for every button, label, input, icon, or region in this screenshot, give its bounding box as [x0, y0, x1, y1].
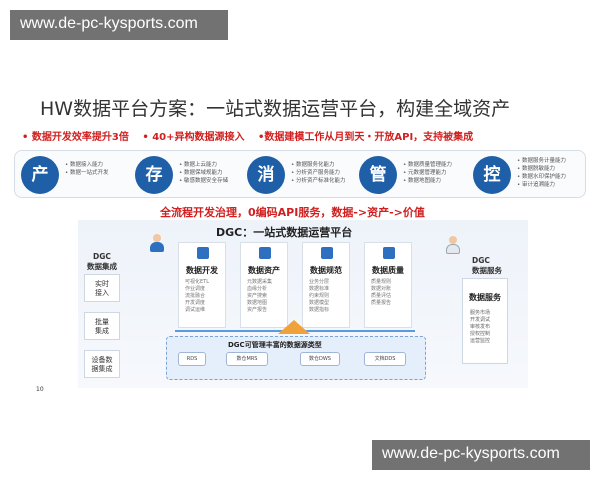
highlight-1: • 数据开发效率提升3倍	[22, 132, 129, 143]
pillar-item: 审计追溯能力	[517, 181, 566, 189]
pillar-item: 数据上云能力	[179, 161, 228, 169]
slide-title: HW数据平台方案：一站式数据运营平台，构建全域资产	[40, 98, 511, 120]
module-item: 数据模型	[309, 300, 330, 306]
quality-icon	[383, 247, 395, 259]
pillar-item: 数据水印保护能力	[517, 173, 566, 181]
pillar-item: 数据保域规能力	[179, 169, 228, 177]
module-item: 血缘分析	[247, 286, 268, 292]
pillar-produce-circle: 产	[21, 156, 59, 194]
module-item: 资产报告	[247, 307, 268, 313]
pillar-item: 元数据管理能力	[403, 169, 452, 177]
highlight-2: • 40+异构数据源接入	[142, 132, 245, 143]
module-standard: 数据规范 业务分层 数据标准 约束规则 数据模型 数据指标	[302, 242, 350, 328]
pillar-item: 数据地图能力	[403, 177, 452, 185]
source-dds: 文档DDS	[364, 352, 406, 366]
flow-caption: 全流程开发治理，0编码API服务，数据->资产->价值	[160, 206, 425, 219]
module-item: 调试运维	[185, 307, 206, 313]
device-integration-box: 设备数 据集成	[84, 350, 120, 378]
pillar-item: 数据质量管理能力	[403, 161, 452, 169]
page-number: 10	[36, 386, 44, 393]
realtime-ingest-box: 实时 接入	[84, 274, 120, 302]
service-panel-title: 数据服务	[469, 293, 501, 302]
module-item: 质量评估	[371, 293, 392, 299]
batch-integration-box: 批量 集成	[84, 312, 120, 340]
service-list: 服务市场 开发调试 审核发布 授权控制 运营监控	[470, 310, 490, 345]
dev-icon	[197, 247, 209, 259]
module-item: 数据对账	[371, 286, 392, 292]
pillar-item: 数据服务化能力	[291, 161, 346, 169]
service-item: 授权控制	[470, 331, 491, 337]
service-item: 运营监控	[470, 338, 491, 344]
module-title: 数据质量	[372, 266, 404, 275]
module-item: 元数据采集	[247, 279, 273, 285]
module-title: 数据开发	[186, 266, 218, 275]
module-item: 数据指标	[309, 307, 330, 313]
pillar-manage-circle: 管	[359, 156, 397, 194]
pillar-control-circle: 控	[473, 156, 511, 194]
source-mrs: 数仓MRS	[226, 352, 268, 366]
service-title: DGC 数据服务	[472, 256, 502, 275]
module-item: 作业调度	[185, 286, 206, 292]
pillar-item: 数据一站式开发	[65, 169, 109, 177]
module-title: 数据规范	[310, 266, 342, 275]
module-dev: 数据开发 可视化ETL 作业调度 流批融合 开发调度 调试运维	[178, 242, 226, 328]
module-item: 可视化ETL	[185, 279, 209, 285]
module-quality: 数据质量 质量规则 数据对账 质量评估 质量报告	[364, 242, 412, 328]
module-item: 质量报告	[371, 300, 392, 306]
pillar-store-circle: 存	[135, 156, 173, 194]
pillar-item: 数据接入能力	[65, 161, 109, 169]
integration-title: DGC 数据集成	[87, 252, 117, 271]
pillar-item: 分析资产标准化能力	[291, 177, 346, 185]
module-item: 资产搜索	[247, 293, 268, 299]
highlights-row: • 数据开发效率提升3倍 • 40+异构数据源接入 •数据建模工作从月到天・开放…	[22, 128, 582, 143]
pillar-item: 分析资产服务能力	[291, 169, 346, 177]
service-panel	[462, 278, 508, 364]
module-item: 质量规则	[371, 279, 392, 285]
asset-icon	[259, 247, 271, 259]
module-item: 数据标准	[309, 286, 330, 292]
module-title: 数据资产	[248, 266, 280, 275]
pillar-item: 数据服务计量能力	[517, 157, 566, 165]
pillar-item: 数据脱敏能力	[517, 165, 566, 173]
source-rds: RDS	[178, 352, 206, 366]
service-item: 审核发布	[470, 324, 491, 330]
data-sources-panel	[166, 336, 426, 380]
capability-pillars: 产 数据接入能力 数据一站式开发 存 数据上云能力 数据保域规能力 敏感数据安全…	[14, 150, 586, 198]
module-asset: 数据资产 元数据采集 血缘分析 资产搜索 数据地图 资产报告	[240, 242, 288, 328]
platform-title: DGC：一站式数据运营平台	[216, 226, 353, 239]
module-item: 数据地图	[247, 300, 268, 306]
module-item: 流批融合	[185, 293, 206, 299]
source-dws: 数仓DWS	[300, 352, 340, 366]
service-item: 服务市场	[470, 310, 491, 316]
highlight-3: •数据建模工作从月到天・开放API，支持被集成	[257, 132, 474, 143]
module-item: 开发调度	[185, 300, 206, 306]
watermark-bottom: www.de-pc-kysports.com	[372, 440, 590, 470]
service-item: 开发调试	[470, 317, 491, 323]
pillar-item: 敏感数据安全存储	[179, 177, 228, 185]
module-item: 约束规则	[309, 293, 330, 299]
pillar-consume-circle: 消	[247, 156, 285, 194]
watermark-top: www.de-pc-kysports.com	[10, 10, 228, 40]
data-sources-title: DGC可管理丰富的数据源类型	[228, 341, 322, 349]
up-arrow-icon	[278, 320, 310, 334]
standard-icon	[321, 247, 333, 259]
analyst-person-icon	[446, 236, 460, 254]
module-item: 业务分层	[309, 279, 330, 285]
developer-person-icon	[150, 234, 164, 252]
